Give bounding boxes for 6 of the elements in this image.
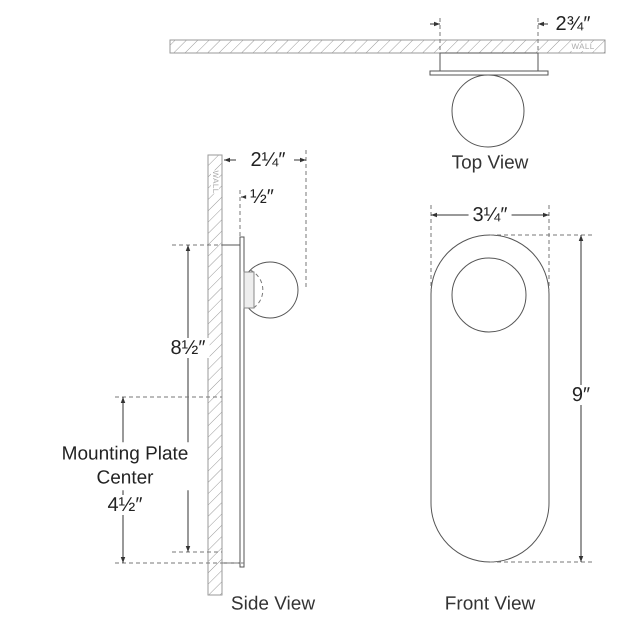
wall-label: WALL xyxy=(571,43,595,51)
view-title: Front View xyxy=(444,594,536,614)
view-title: Side View xyxy=(230,594,316,614)
wall-label: WALL xyxy=(211,170,219,194)
view-title: Top View xyxy=(452,154,528,172)
dimension-note: Mounting Plate Center xyxy=(60,442,190,490)
